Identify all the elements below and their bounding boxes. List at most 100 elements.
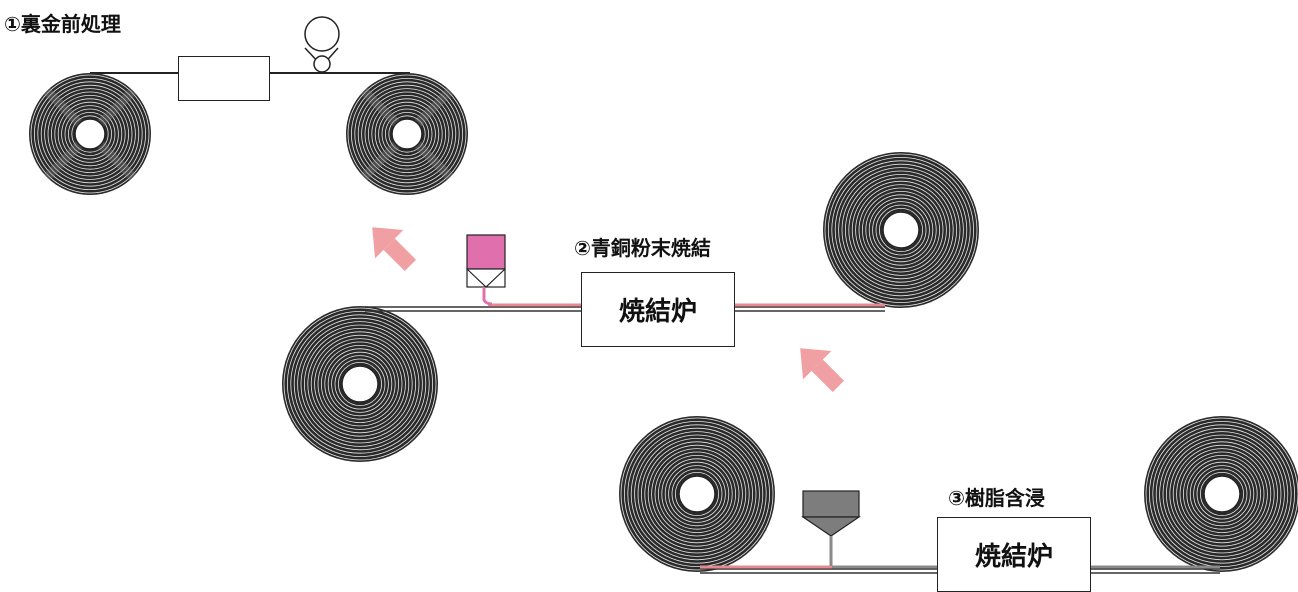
coil-ring	[30, 74, 150, 194]
coil-ring	[61, 105, 119, 163]
coil-ring	[1200, 471, 1245, 516]
coil-ring	[350, 78, 463, 190]
coil-ring	[624, 420, 771, 567]
coil-ring	[831, 160, 971, 300]
coil-core	[678, 475, 716, 513]
coil-ring	[297, 321, 423, 447]
coil-ring	[658, 454, 737, 533]
step2-coil-right	[823, 152, 979, 308]
coil-ring	[71, 115, 109, 153]
coil-ring	[47, 91, 133, 177]
coil-ring	[647, 444, 747, 544]
coil-ring	[364, 91, 450, 177]
step2-powder-hopper	[466, 234, 506, 306]
step3-coil-right	[1144, 416, 1298, 572]
coil-ring	[44, 88, 136, 180]
coil-ring	[37, 81, 143, 187]
coil-ring	[57, 101, 123, 167]
coil-ring	[671, 468, 723, 520]
coil-ring	[1152, 424, 1292, 564]
coil-ring	[320, 344, 399, 423]
coil-ring	[317, 341, 403, 427]
coil-ring	[865, 194, 937, 266]
coil-ring	[661, 458, 733, 530]
coil-ring	[838, 167, 964, 293]
coil-ring	[334, 358, 386, 410]
coil-ring	[286, 310, 433, 457]
coil-ring	[858, 187, 944, 273]
coil-ring	[354, 81, 460, 187]
coil-ring	[388, 115, 426, 153]
coil-ring	[641, 437, 754, 550]
step3-furnace: 焼結炉	[937, 517, 1091, 592]
coil-ring	[1169, 441, 1275, 547]
coil-ring	[1149, 420, 1296, 567]
coil-ring	[828, 156, 975, 303]
coil-ring	[637, 434, 757, 554]
coil-ring	[675, 471, 720, 516]
coil-ring	[290, 314, 430, 454]
coil-core	[74, 118, 106, 150]
coil-ring	[834, 163, 968, 297]
step3-title: ③樹脂含浸	[948, 486, 1045, 510]
coil-ring	[841, 170, 961, 290]
coil-ring	[324, 348, 396, 420]
coil-ring	[327, 351, 393, 417]
coil-ring	[384, 112, 429, 157]
arrow-step1-to-step2	[372, 227, 417, 272]
coil-ring	[347, 74, 467, 194]
step1-tension-roller	[304, 16, 340, 73]
coil-ring	[630, 427, 764, 561]
coil-ring	[357, 84, 457, 184]
coil-ring	[862, 190, 941, 269]
coil-ring	[331, 355, 389, 413]
coil-ring	[283, 307, 437, 461]
coil-ring	[1155, 427, 1289, 561]
coil-ring	[371, 98, 443, 170]
coil-ring	[310, 334, 410, 434]
step2-furnace: 焼結炉	[581, 272, 735, 347]
step3-coil-left	[619, 416, 775, 572]
coil-core	[882, 211, 920, 249]
coil-ring	[381, 108, 433, 160]
coil-ring	[868, 197, 934, 263]
coil-ring	[1162, 434, 1282, 554]
coil-ring	[644, 441, 750, 547]
coil-ring	[879, 207, 924, 252]
step1-coil-left	[29, 73, 151, 195]
coil-ring	[307, 331, 413, 437]
step1-title: ①裏金前処理	[4, 12, 121, 36]
coil-ring	[875, 204, 927, 256]
coil-core	[1203, 475, 1241, 513]
coil-ring	[1193, 465, 1251, 523]
coil-ring	[872, 201, 930, 259]
coil-ring	[668, 465, 726, 523]
coil-ring	[851, 180, 951, 280]
coil-ring	[1159, 431, 1285, 557]
coil-ring	[651, 448, 743, 540]
coil-ring	[824, 153, 978, 307]
coil-ring	[40, 84, 140, 184]
coil-ring	[337, 361, 382, 406]
coil-ring	[367, 95, 446, 173]
coil-ring	[64, 108, 116, 160]
coil-ring	[845, 173, 958, 286]
coil-ring	[68, 112, 113, 157]
step3-resin-hopper	[801, 490, 861, 566]
coil-ring	[378, 105, 436, 163]
coil-ring	[54, 98, 126, 170]
step2-coil-left	[282, 306, 438, 462]
coil-ring	[848, 177, 954, 283]
coil-ring	[374, 101, 440, 167]
step1-treatment-box	[178, 56, 270, 101]
coil-ring	[303, 327, 416, 440]
coil-ring	[34, 78, 146, 190]
coil-ring	[1179, 451, 1265, 537]
coil-ring	[1172, 444, 1272, 544]
coil-ring	[51, 95, 129, 173]
coil-ring	[1176, 448, 1268, 540]
coil-ring	[1145, 417, 1298, 571]
coil-ring	[634, 431, 760, 557]
coil-ring	[300, 324, 420, 444]
